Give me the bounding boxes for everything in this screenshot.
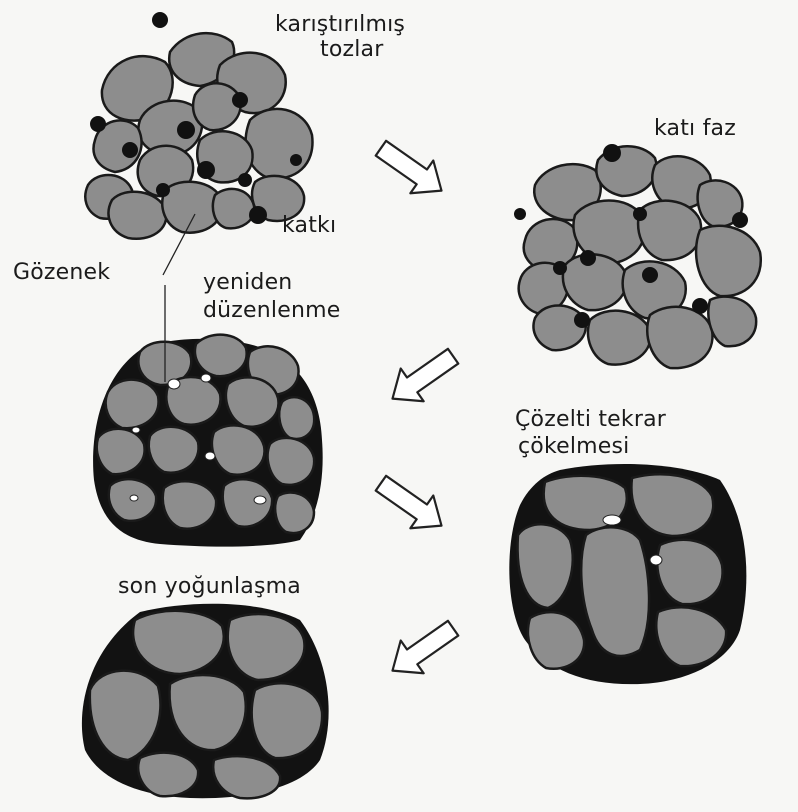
arrow-right-down-icon: [369, 132, 453, 207]
arrow-right-down-icon: [369, 467, 453, 542]
stage-solution-reprecipitation: [509, 464, 746, 684]
label-mixed-powders-line2: tozlar: [320, 38, 383, 61]
label-additive: katkı: [282, 214, 336, 237]
label-final-densification: son yoğunlaşma: [118, 575, 301, 598]
label-mixed-powders-line1: karıştırılmış: [275, 13, 405, 36]
stage-final-densification: [82, 604, 329, 798]
label-rearrangement-line2: düzenlenme: [203, 299, 341, 322]
arrow-left-down-icon: [381, 612, 465, 687]
stage-mixed-powders: [85, 12, 312, 239]
stage-rearrangement: [93, 335, 323, 547]
label-solid-phase: katı faz: [654, 117, 736, 140]
label-solution-line2: çökelmesi: [518, 435, 630, 458]
arrow-left-down-icon: [381, 340, 465, 415]
label-rearrangement-line1: yeniden: [203, 271, 292, 294]
label-solution-line1: Çözelti tekrar: [515, 408, 666, 431]
label-pore: Gözenek: [13, 261, 110, 284]
stage-solid-phase: [514, 144, 761, 368]
